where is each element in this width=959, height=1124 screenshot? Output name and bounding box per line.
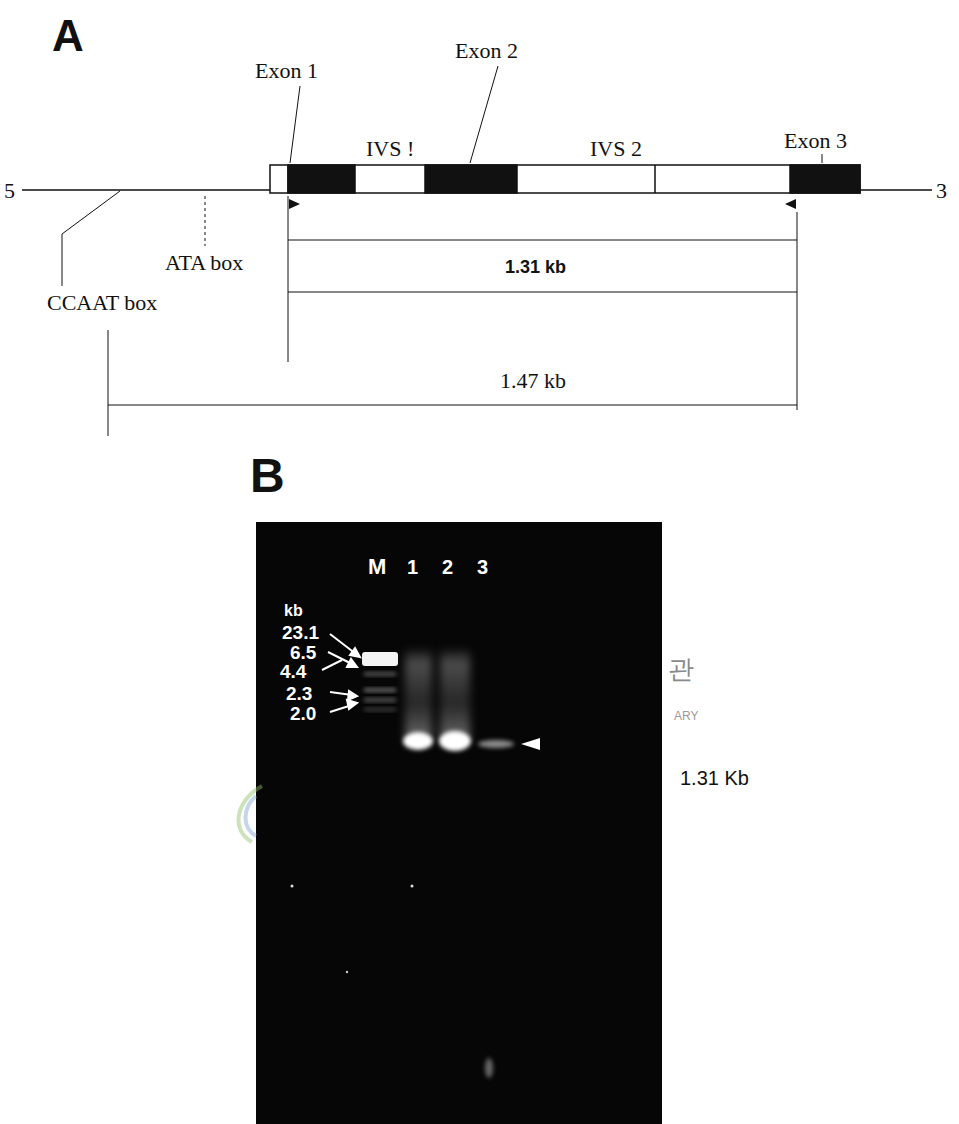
band-pointer — [521, 738, 540, 750]
marker-size: 2.0 — [290, 704, 316, 723]
bracket-line — [288, 292, 797, 293]
gel-band — [364, 688, 396, 692]
gel-band — [364, 708, 396, 711]
panel-letter: A — [52, 14, 84, 58]
exon-box — [288, 165, 355, 193]
gel-band — [364, 672, 396, 676]
size-label: 1.31 kb — [505, 258, 566, 276]
exon-label: Exon 3 — [784, 130, 847, 152]
gel-speck — [411, 885, 414, 888]
primer-arrow — [289, 199, 300, 209]
exon-box — [790, 165, 860, 193]
marker-size: 23.1 — [282, 623, 319, 642]
watermark: 관 — [668, 656, 694, 682]
band-size: 1.31 Kb — [680, 768, 749, 788]
panel-letter: B — [250, 452, 285, 500]
marker-size: 6.5 — [290, 643, 316, 662]
marker-size: 4.4 — [280, 662, 306, 681]
end-label: 5 — [4, 180, 15, 202]
bracket-line — [288, 240, 797, 241]
gel-band — [478, 740, 514, 748]
intron-label: IVS ! — [366, 138, 414, 160]
intron-label: IVS 2 — [590, 138, 642, 160]
intron-divider — [654, 165, 656, 193]
bracket-line — [108, 405, 797, 406]
exon-box — [425, 165, 517, 193]
utr-divider — [287, 165, 289, 193]
gel-band — [364, 698, 396, 702]
unit-label: kb — [284, 603, 303, 619]
gel-speck — [346, 971, 348, 973]
element-label: ATA box — [165, 252, 243, 274]
gel-background — [256, 522, 662, 1124]
end-label: 3 — [936, 180, 947, 202]
marker-size: 2.3 — [286, 684, 312, 703]
exon-label: Exon 2 — [455, 40, 518, 62]
watermark: ARY — [674, 710, 698, 722]
leader-line — [822, 154, 823, 163]
gel-speck — [291, 885, 294, 888]
exon-label: Exon 1 — [255, 60, 318, 82]
leader-line — [205, 196, 206, 246]
gel-band — [362, 652, 398, 666]
bracket-line — [108, 330, 109, 436]
leader-line — [290, 86, 300, 163]
size-label: 1.47 kb — [500, 370, 566, 392]
gel-smear — [440, 650, 470, 738]
leader-line — [62, 234, 63, 286]
bracket-line — [797, 212, 798, 410]
lane-label: 1 — [407, 557, 418, 577]
gel-band — [403, 732, 433, 750]
watermark-logo — [239, 786, 262, 842]
gel-band — [439, 731, 471, 751]
lane-label: 3 — [477, 557, 488, 577]
gel-speck — [485, 1058, 493, 1078]
element-label: CCAAT box — [47, 292, 157, 314]
leader-line — [470, 66, 498, 163]
gel-image — [256, 522, 662, 1124]
lane-label: M — [368, 556, 386, 578]
lane-label: 2 — [442, 557, 453, 577]
leader-line — [62, 191, 120, 234]
gel-smear — [405, 650, 432, 738]
bracket-line — [288, 196, 289, 362]
marker-arrows — [322, 634, 360, 712]
gene-bar — [270, 165, 860, 193]
gene-map — [22, 66, 932, 436]
primer-arrow — [785, 199, 796, 209]
